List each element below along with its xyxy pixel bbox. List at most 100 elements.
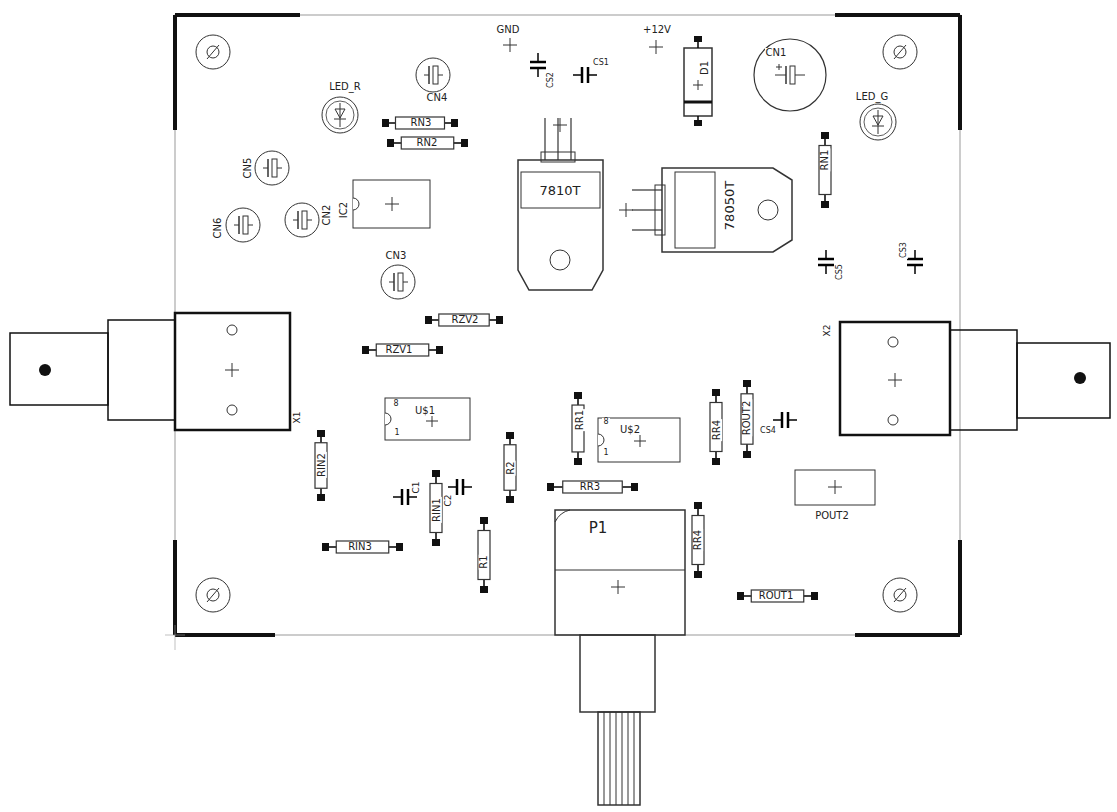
knob-knurl <box>628 712 629 805</box>
led-symbol <box>860 104 896 140</box>
led-symbol <box>864 108 892 136</box>
resistor-symbol <box>396 117 445 129</box>
resistor-pad <box>547 483 554 491</box>
part-label: RR1 <box>575 409 585 431</box>
resistor-pad <box>451 119 458 127</box>
part-label: D1 <box>700 60 710 76</box>
resistor-pad <box>480 517 488 524</box>
resistor-pad <box>743 451 751 458</box>
resistor-symbol <box>692 516 704 565</box>
resistor-symbol <box>572 405 584 452</box>
knob-knurl <box>616 712 617 805</box>
capacitor-symbol <box>818 258 834 261</box>
resistor-symbol <box>439 314 489 326</box>
capacitor-lead <box>403 282 408 283</box>
mounting-hole <box>894 46 906 58</box>
capacitor-symbol <box>401 489 404 505</box>
capacitor-lead <box>277 168 282 169</box>
potentiometer-outline <box>555 570 685 571</box>
mounting-hole <box>207 588 219 602</box>
capacitor-symbol <box>407 489 410 505</box>
resistor-pad <box>821 201 829 208</box>
part-label: RN1 <box>820 149 830 172</box>
part-label: RIN2 <box>317 452 327 478</box>
part-label: RN2 <box>416 138 439 148</box>
resistor-pad <box>425 316 432 324</box>
capacitor-lead <box>393 496 402 498</box>
resistor-pad <box>694 571 702 578</box>
part-label: CN4 <box>426 93 449 103</box>
bnc-connector <box>10 333 108 405</box>
diode-band <box>684 101 712 104</box>
part-label: 1 <box>602 449 609 457</box>
regulator-outline <box>518 160 603 290</box>
resistor-symbol <box>376 344 429 356</box>
electrolytic-capacitor <box>285 203 319 237</box>
potentiometer-knob <box>598 712 640 805</box>
resistor-pad <box>821 132 829 139</box>
resistor-symbol <box>401 137 454 149</box>
electrolytic-capacitor <box>226 208 260 242</box>
capacitor-symbol <box>462 479 465 495</box>
capacitor-lead <box>408 496 417 498</box>
resistor-symbol <box>819 146 831 195</box>
resistor-pad <box>317 494 325 501</box>
regulator-lead <box>570 118 571 160</box>
capacitor-symbol <box>530 67 546 70</box>
part-label: RZV1 <box>384 345 413 355</box>
knob-knurl <box>634 712 635 805</box>
led-symbol <box>326 101 354 129</box>
origin-cross <box>698 80 699 90</box>
board-corner <box>175 13 300 17</box>
regulator-lead <box>557 118 558 160</box>
potentiometer-outline <box>555 510 570 522</box>
part-label: CS5 <box>836 263 844 281</box>
mounting-hole <box>894 589 906 601</box>
part-label: RR4 <box>693 529 703 551</box>
connector-pad <box>888 415 898 425</box>
mounting-hole <box>894 588 906 602</box>
capacitor-lead <box>424 75 429 76</box>
capacitor-lead <box>588 74 597 76</box>
part-label: CN5 <box>243 157 253 180</box>
part-label: P1 <box>588 521 609 536</box>
diode-symbol <box>684 48 712 116</box>
regulator-hole <box>758 200 778 220</box>
origin-cross <box>656 40 657 54</box>
electrolytic-capacitor <box>754 39 826 111</box>
resistor-pad <box>496 316 503 324</box>
led-symbol <box>340 103 341 127</box>
ic-notch <box>385 413 391 425</box>
part-label: CS1 <box>592 59 610 67</box>
part-label: RIN1 <box>432 497 442 523</box>
part-label: 78050T <box>723 179 736 230</box>
part-label: R1 <box>479 554 489 569</box>
capacitor-symbol <box>398 273 403 291</box>
capacitor-symbol <box>581 67 584 83</box>
resistor-pad <box>432 470 440 477</box>
board-corner <box>958 15 962 130</box>
capacitor-lead <box>537 68 539 77</box>
regulator-lead <box>632 209 662 210</box>
capacitor-lead <box>438 75 443 76</box>
mounting-hole <box>883 35 917 69</box>
potentiometer-outline <box>555 510 685 635</box>
polarity-mark <box>779 64 780 70</box>
part-label: 7810T <box>538 184 581 197</box>
resistor-pad <box>574 458 582 465</box>
regulator-lead <box>632 229 662 230</box>
mounting-hole <box>883 578 917 612</box>
capacitor-lead <box>573 74 582 76</box>
electrolytic-capacitor <box>416 58 450 92</box>
part-label: GND <box>496 25 521 35</box>
board-corner <box>173 15 177 130</box>
capacitor-lead <box>307 220 312 221</box>
capacitor-lead <box>234 225 239 226</box>
resistor-pad <box>382 119 389 127</box>
bnc-connector <box>950 330 1017 430</box>
board-corner <box>835 13 960 17</box>
resistor-pad <box>461 139 468 147</box>
capacitor-lead <box>775 75 786 76</box>
resistor-pad <box>631 483 638 491</box>
capacitor-symbol <box>302 211 307 229</box>
